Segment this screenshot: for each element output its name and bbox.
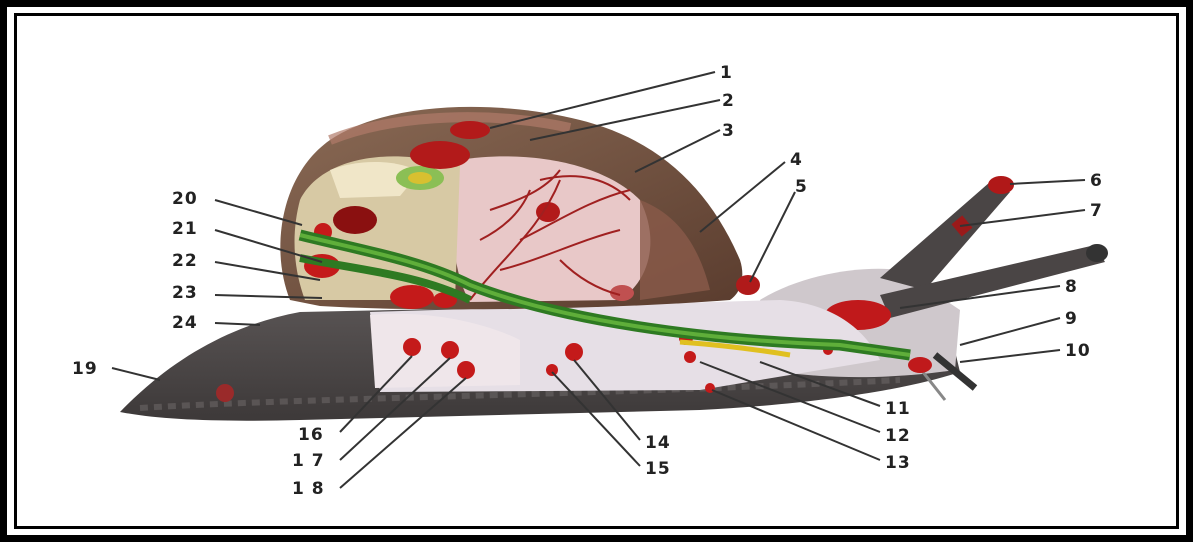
label-16: 16: [298, 425, 324, 445]
label-3: 3: [722, 121, 735, 141]
leader-line-6: [1010, 180, 1085, 184]
leader-line-5: [750, 192, 795, 282]
label-12: 12: [885, 426, 911, 446]
label-5: 5: [795, 177, 808, 197]
label-2: 2: [722, 91, 735, 111]
label-23: 23: [172, 283, 198, 303]
leader-line-24: [215, 323, 260, 325]
label-20: 20: [172, 189, 198, 209]
leader-line-10: [960, 350, 1060, 362]
label-24: 24: [172, 313, 198, 333]
label-15: 15: [645, 459, 671, 479]
leader-line-1: [490, 72, 715, 128]
label-13: 13: [885, 453, 911, 473]
label-17: 1 7: [292, 451, 325, 471]
label-8: 8: [1065, 277, 1078, 297]
label-6: 6: [1090, 171, 1103, 191]
label-21: 21: [172, 219, 198, 239]
leader-line-19: [112, 368, 160, 380]
label-19: 19: [72, 359, 98, 379]
leader-line-4: [700, 162, 785, 232]
label-9: 9: [1065, 309, 1078, 329]
snail-shell: [280, 107, 760, 310]
label-11: 11: [885, 399, 911, 419]
label-7: 7: [1090, 201, 1103, 221]
leader-line-9: [960, 318, 1060, 345]
label-18: 1 8: [292, 479, 325, 499]
label-14: 14: [645, 433, 671, 453]
label-22: 22: [172, 251, 198, 271]
label-1: 1: [720, 63, 733, 83]
label-10: 10: [1065, 341, 1091, 361]
label-4: 4: [790, 150, 803, 170]
